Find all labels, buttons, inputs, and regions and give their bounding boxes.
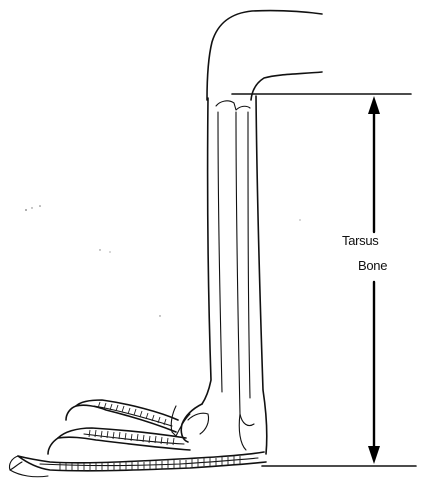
tarsus-label-line1: Tarsus bbox=[342, 233, 379, 248]
tarsus-bone bbox=[202, 96, 267, 454]
upper-leg bbox=[207, 11, 322, 100]
upper-toe bbox=[76, 400, 178, 432]
arrowhead-up-icon bbox=[368, 96, 380, 114]
dimension-arrow bbox=[368, 96, 380, 464]
lower-toe bbox=[9, 452, 266, 477]
arrowhead-down-icon bbox=[368, 446, 380, 464]
middle-toe bbox=[58, 428, 190, 450]
tarsus-label-line2: Bone bbox=[358, 258, 387, 273]
